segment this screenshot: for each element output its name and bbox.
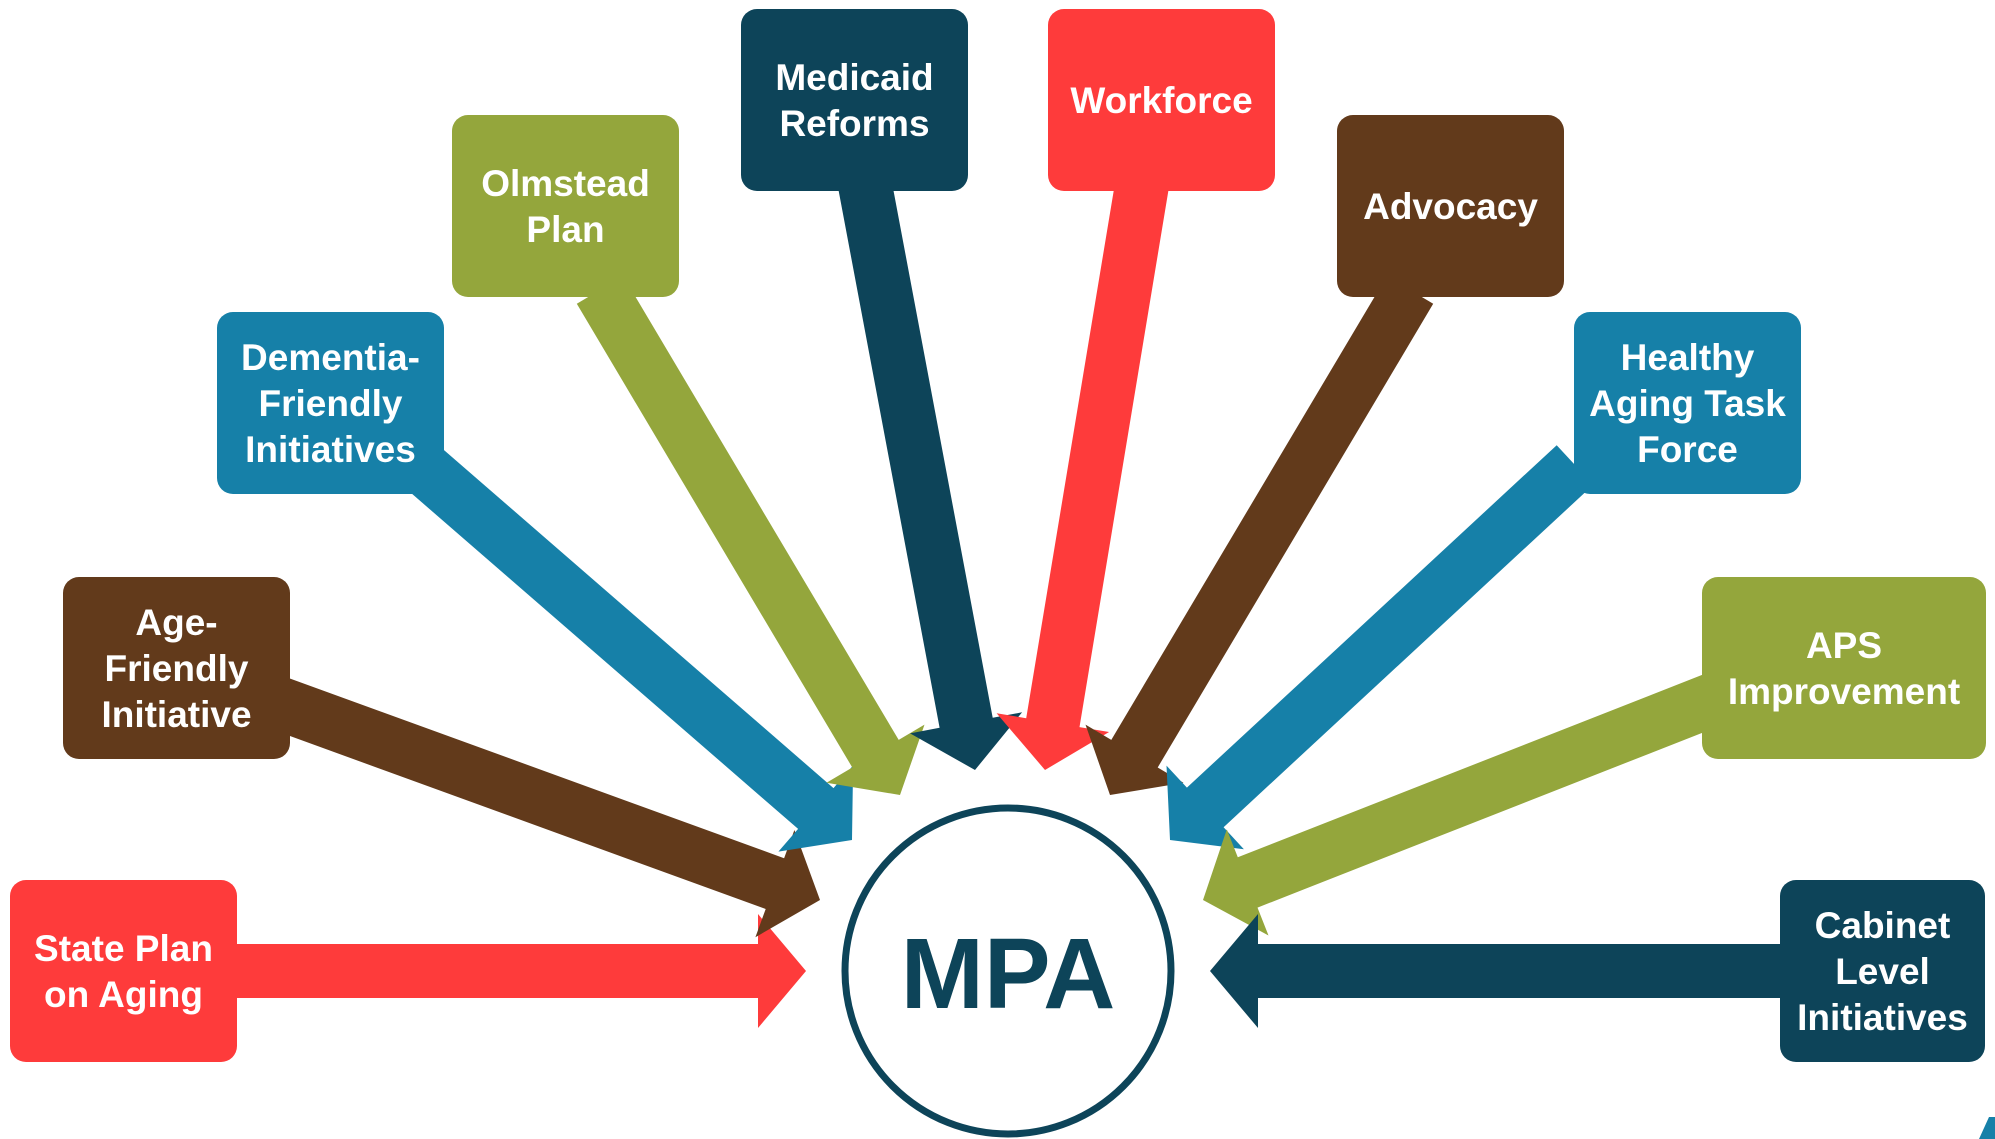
cabinet-level-initiatives-label-line: Cabinet	[1815, 905, 1951, 946]
cabinet-level-initiatives-label-line: Initiatives	[1797, 997, 1968, 1038]
advocacy-node: Advocacy	[1337, 115, 1564, 297]
age-friendly-initiative-arrow	[260, 674, 820, 938]
advocacy-label-line: Advocacy	[1363, 186, 1538, 227]
cabinet-level-initiatives-box	[1780, 880, 1985, 1062]
advocacy-box	[1337, 115, 1564, 297]
olmstead-plan-label-line: Plan	[526, 209, 604, 250]
healthy-aging-task-force-arrow	[1166, 445, 1594, 850]
dementia-friendly-initiatives-box	[217, 312, 444, 494]
medicaid-reforms-label-line: Medicaid	[775, 57, 933, 98]
workforce-box	[1048, 9, 1275, 191]
center-circle	[841, 804, 1175, 1138]
state-plan-on-aging-label-line: on Aging	[44, 974, 203, 1015]
medicaid-reforms-label-line: Reforms	[779, 103, 929, 144]
medicaid-reforms-arrow	[838, 180, 1023, 770]
state-plan-on-aging-arrow	[206, 914, 806, 1028]
aps-improvement-label-line: Improvement	[1728, 671, 1960, 712]
aps-improvement-arrow	[1203, 674, 1722, 936]
center-node: MPA	[841, 804, 1175, 1138]
age-friendly-initiative-label-line: Initiative	[101, 694, 251, 735]
dementia-friendly-initiatives-label-line: Initiatives	[245, 429, 416, 470]
healthy-aging-task-force-box	[1574, 312, 1801, 494]
state-plan-on-aging-box	[10, 880, 237, 1062]
aps-improvement-node: APS Improvement	[1702, 577, 1986, 759]
healthy-aging-task-force-label-line: Force	[1637, 429, 1738, 470]
advocacy-arrow	[1085, 276, 1434, 795]
dementia-friendly-initiatives-label-line: Friendly	[259, 383, 403, 424]
cabinet-level-initiatives-label-line: Level	[1835, 951, 1930, 992]
arrows-layer	[206, 180, 1785, 1028]
state-plan-on-aging-node: State Plan on Aging	[10, 880, 237, 1062]
corner-logo-fragment	[1979, 1117, 1995, 1139]
center-label: MPA	[901, 918, 1116, 1030]
dementia-friendly-initiatives-label-line: Dementia-	[241, 337, 420, 378]
olmstead-plan-arrow	[576, 276, 925, 795]
healthy-aging-task-force-label-line: Healthy	[1621, 337, 1755, 378]
age-friendly-initiative-box	[63, 577, 290, 759]
healthy-aging-task-force-label-line: Aging Task	[1589, 383, 1786, 424]
olmstead-plan-label-line: Olmstead	[481, 163, 650, 204]
aps-improvement-box	[1702, 577, 1986, 759]
state-plan-on-aging-label-line: State Plan	[34, 928, 213, 969]
age-friendly-initiative-label-line: Age-	[135, 602, 217, 643]
cabinet-level-initiatives-arrow	[1210, 914, 1785, 1028]
age-friendly-initiative-label-line: Friendly	[105, 648, 249, 689]
aps-improvement-label-line: APS	[1806, 625, 1882, 666]
medicaid-reforms-box	[741, 9, 968, 191]
workforce-label-line: Workforce	[1070, 80, 1252, 121]
workforce-arrow	[996, 180, 1169, 771]
dementia-friendly-initiatives-arrow	[402, 444, 854, 852]
workforce-node: Workforce	[1048, 9, 1275, 191]
olmstead-plan-box	[452, 115, 679, 297]
